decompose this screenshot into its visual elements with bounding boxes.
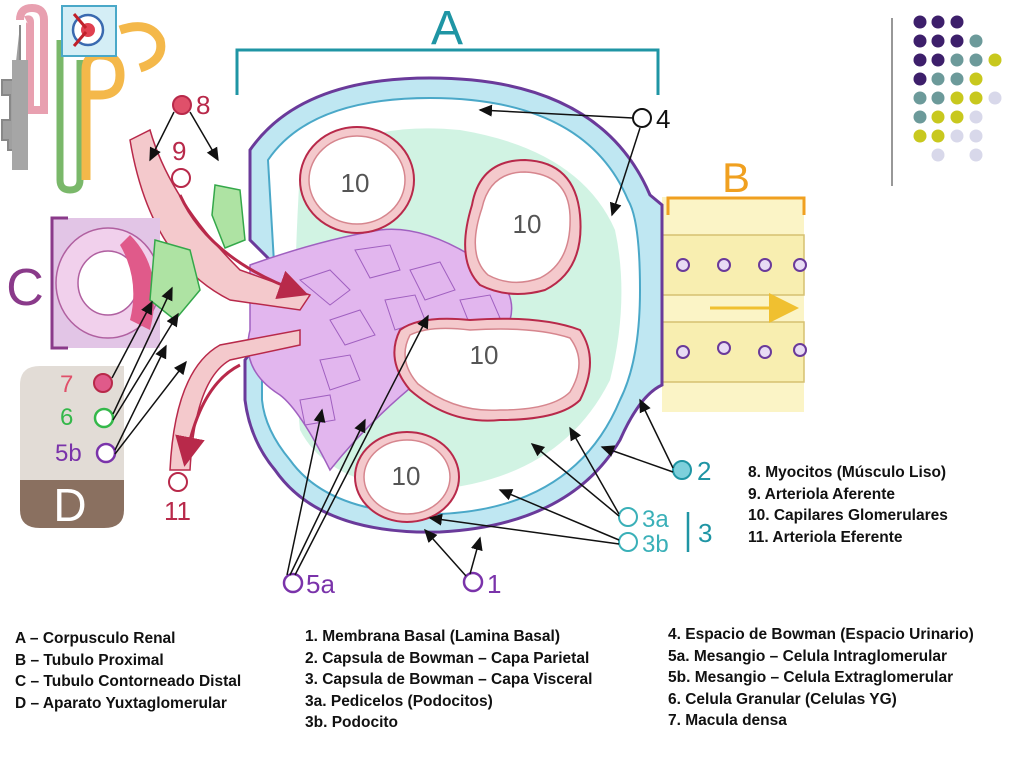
legend-item-4: 4. Espacio de Bowman (Espacio Urinario) bbox=[668, 626, 974, 643]
legend-item-2: 2. Capsula de Bowman – Capa Parietal bbox=[305, 649, 590, 667]
legend-item-10: 10. Capilares Glomerulares bbox=[748, 507, 948, 524]
callout-11-label: 11 bbox=[164, 496, 191, 526]
callout-2-marker bbox=[672, 460, 692, 480]
callout-5a-label: 5a bbox=[306, 569, 335, 599]
callout-5b-label: 5b bbox=[55, 440, 82, 467]
legend-item-3b: 3b. Podocito bbox=[305, 714, 398, 731]
legend-item-5b: 5b. Mesangio – Celula Extraglomerular bbox=[668, 669, 954, 686]
distal-tubule bbox=[52, 218, 161, 348]
legend-item-11: 11. Arteriola Eferente bbox=[748, 528, 903, 546]
legend-abcd: A – Corpusculo Renal B – Tubulo Proximal… bbox=[15, 628, 241, 714]
legend-item-a: A – Corpusculo Renal bbox=[15, 630, 176, 647]
legend-item-5a: 5a. Mesangio – Celula Intraglomerular bbox=[668, 647, 948, 665]
legend-8-11: 8. Myocitos (Músculo Liso) 9. Arteriola … bbox=[748, 462, 948, 548]
callout-3b-marker bbox=[618, 532, 638, 552]
callout-2-label: 2 bbox=[697, 456, 711, 486]
legend-item-c: C – Tubulo Contorneado Distal bbox=[15, 673, 242, 690]
capillary-label-3: 10 bbox=[470, 340, 499, 370]
callout-7-marker bbox=[93, 373, 113, 393]
callout-3a-marker bbox=[618, 507, 638, 527]
callout-6-label: 6 bbox=[60, 404, 73, 431]
letter-d: D bbox=[53, 479, 86, 531]
leader-lines bbox=[111, 104, 674, 577]
callout-4-marker bbox=[632, 108, 652, 128]
legend-item-8: 8. Myocitos (Músculo Liso) bbox=[748, 464, 947, 481]
callouts: 8 9 11 7 6 5b 4 2 3a 3b 3 5a 1 bbox=[55, 90, 712, 599]
callout-6-marker bbox=[93, 407, 115, 429]
callout-5a-marker bbox=[282, 572, 304, 594]
legend-4-7: 4. Espacio de Bowman (Espacio Urinario) … bbox=[668, 624, 1018, 732]
capillary-label-2: 10 bbox=[513, 209, 542, 239]
callout-1-marker bbox=[462, 571, 484, 593]
callout-4-label: 4 bbox=[656, 104, 670, 134]
callout-1-label: 1 bbox=[487, 569, 501, 599]
callout-3-label: 3 bbox=[698, 518, 712, 548]
nephron-thumbnail-icon bbox=[1, 3, 166, 194]
bracket-b bbox=[666, 196, 806, 215]
callout-3a-label: 3a bbox=[642, 506, 669, 533]
legend-item-6: 6. Celula Granular (Celulas YG) bbox=[668, 690, 897, 708]
legend-item-1: 1. Membrana Basal (Lamina Basal) bbox=[305, 628, 560, 645]
letter-a: A bbox=[431, 2, 463, 55]
legend-item-3: 3. Capsula de Bowman – Capa Visceral bbox=[305, 671, 593, 688]
legend-1-3: 1. Membrana Basal (Lamina Basal) 2. Caps… bbox=[305, 626, 592, 734]
capillary-label-4: 10 bbox=[392, 461, 421, 491]
letter-b: B bbox=[722, 154, 750, 201]
bracket-c bbox=[50, 216, 68, 350]
callout-8-marker bbox=[172, 95, 192, 115]
legend-item-9: 9. Arteriola Aferente bbox=[748, 485, 896, 503]
legend-item-d: D – Aparato Yuxtaglomerular bbox=[15, 694, 227, 712]
afferent-arteriole bbox=[129, 128, 312, 311]
callout-7-label: 7 bbox=[60, 371, 73, 398]
capillary-label-1: 10 bbox=[341, 168, 370, 198]
callout-5b-marker bbox=[95, 442, 117, 464]
proximal-tubule bbox=[661, 197, 807, 412]
capillaries bbox=[299, 126, 591, 523]
bracket-a bbox=[235, 48, 660, 95]
color-palette-dots-icon bbox=[891, 15, 1002, 186]
legend-item-3a: 3a. Pedicelos (Podocitos) bbox=[305, 692, 493, 710]
callout-8-label: 8 bbox=[196, 90, 210, 120]
letter-c: C bbox=[6, 259, 44, 317]
legend-item-b: B – Tubulo Proximal bbox=[15, 651, 164, 669]
efferent-arteriole bbox=[169, 329, 301, 471]
legend-item-7: 7. Macula densa bbox=[668, 712, 787, 729]
callout-9-label: 9 bbox=[172, 136, 186, 166]
renal-corpuscle-diagram: A B 10 10 10 bbox=[1, 2, 1002, 599]
callout-9-marker bbox=[171, 168, 191, 188]
callout-3b-label: 3b bbox=[642, 531, 669, 558]
callout-11-marker bbox=[168, 472, 188, 492]
